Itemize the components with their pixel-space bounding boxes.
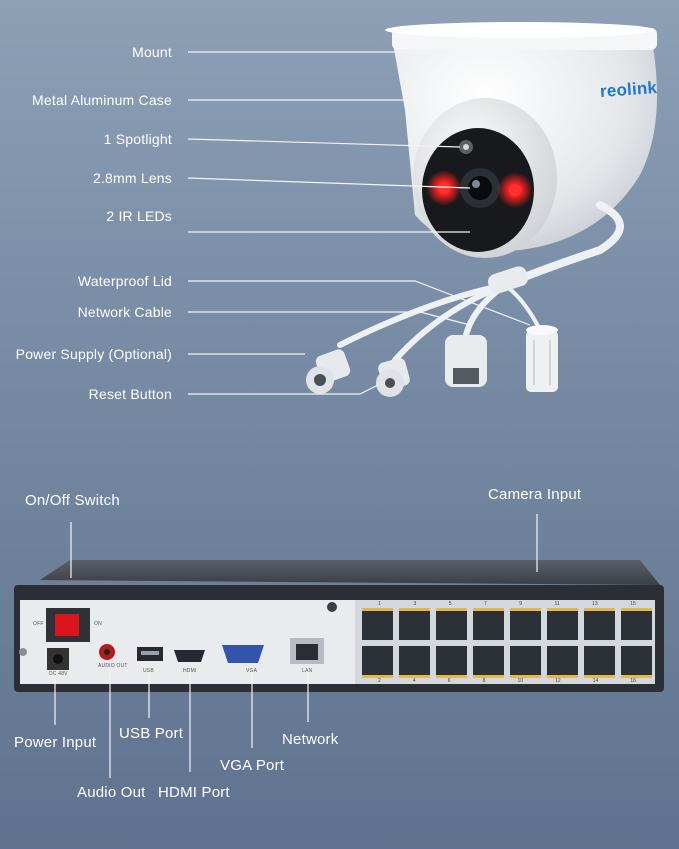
port-number: 3 [413, 601, 417, 607]
label-power-supply: Power Supply (Optional) [15, 346, 172, 362]
port-number: 12 [555, 678, 561, 684]
poe-port [510, 646, 541, 678]
poe-port [362, 608, 393, 640]
port-number: 8 [482, 678, 486, 684]
switch-on-text: ON [94, 621, 102, 627]
label-power-input: Power Input [14, 734, 97, 751]
port-numbers-top: 1 3 5 7 9 11 13 15 [362, 601, 652, 607]
label-reset-button: Reset Button [88, 386, 172, 402]
port-number: 11 [554, 601, 560, 607]
reset-connector [376, 358, 410, 397]
label-camera-input: Camera Input [488, 486, 582, 503]
network-connector [445, 335, 487, 387]
switch-off-text: OFF [33, 621, 44, 627]
label-lens: 2.8mm Lens [92, 170, 172, 186]
poe-port [621, 646, 652, 678]
poe-port [399, 608, 430, 640]
poe-port [473, 608, 504, 640]
poe-port [547, 608, 578, 640]
port-number: 7 [483, 601, 487, 607]
poe-port [510, 608, 541, 640]
label-network-cable: Network Cable [77, 304, 172, 320]
port-number: 10 [517, 678, 524, 684]
dc-text: DC 48V [49, 671, 68, 677]
label-metal-case: Metal Aluminum Case [32, 92, 172, 108]
label-ir-leds: 2 IR LEDs [106, 208, 172, 224]
brand-logo: reolink [599, 78, 658, 101]
label-hdmi-port: HDMI Port [158, 784, 230, 801]
label-audio-out: Audio Out [77, 784, 146, 801]
vga-text: VGA [246, 668, 258, 674]
poe-port [584, 608, 615, 640]
poe-port [436, 608, 467, 640]
port-number: 13 [592, 601, 598, 607]
label-on-off-switch: On/Off Switch [25, 492, 120, 509]
label-usb-port: USB Port [119, 725, 184, 742]
label-spotlight: 1 Spotlight [103, 131, 172, 147]
label-network: Network [282, 731, 339, 748]
poe-port [399, 646, 430, 678]
poe-port [584, 646, 615, 678]
hdmi-text: HDMI [183, 668, 197, 674]
label-vga-port: VGA Port [220, 757, 285, 774]
port-number: 6 [447, 678, 451, 684]
poe-port [473, 646, 504, 678]
port-number: 5 [448, 601, 452, 607]
waterproof-lid [526, 325, 558, 392]
port-number: 15 [630, 601, 636, 607]
port-number: 1 [378, 601, 382, 607]
label-mount: Mount [132, 44, 172, 60]
port-number: 2 [378, 678, 381, 684]
usb-text: USB [143, 668, 154, 674]
poe-port [436, 646, 467, 678]
audio-text: AUDIO OUT [98, 663, 128, 669]
camera-input-ports [362, 608, 652, 678]
nvr-leader-lines [54, 514, 538, 778]
camera-dome [385, 22, 658, 258]
poe-port [621, 608, 652, 640]
poe-port [362, 646, 393, 678]
port-number: 16 [630, 678, 636, 684]
power-plug [306, 349, 351, 394]
lan-text: LAN [302, 668, 313, 674]
camera-leader-lines [187, 51, 531, 395]
port-number: 9 [519, 601, 523, 607]
port-numbers-bottom: 2 4 6 8 10 12 14 16 [362, 678, 652, 684]
poe-port [547, 646, 578, 678]
port-number: 4 [412, 678, 416, 684]
port-number: 14 [592, 678, 599, 684]
label-waterproof-lid: Waterproof Lid [77, 273, 172, 289]
